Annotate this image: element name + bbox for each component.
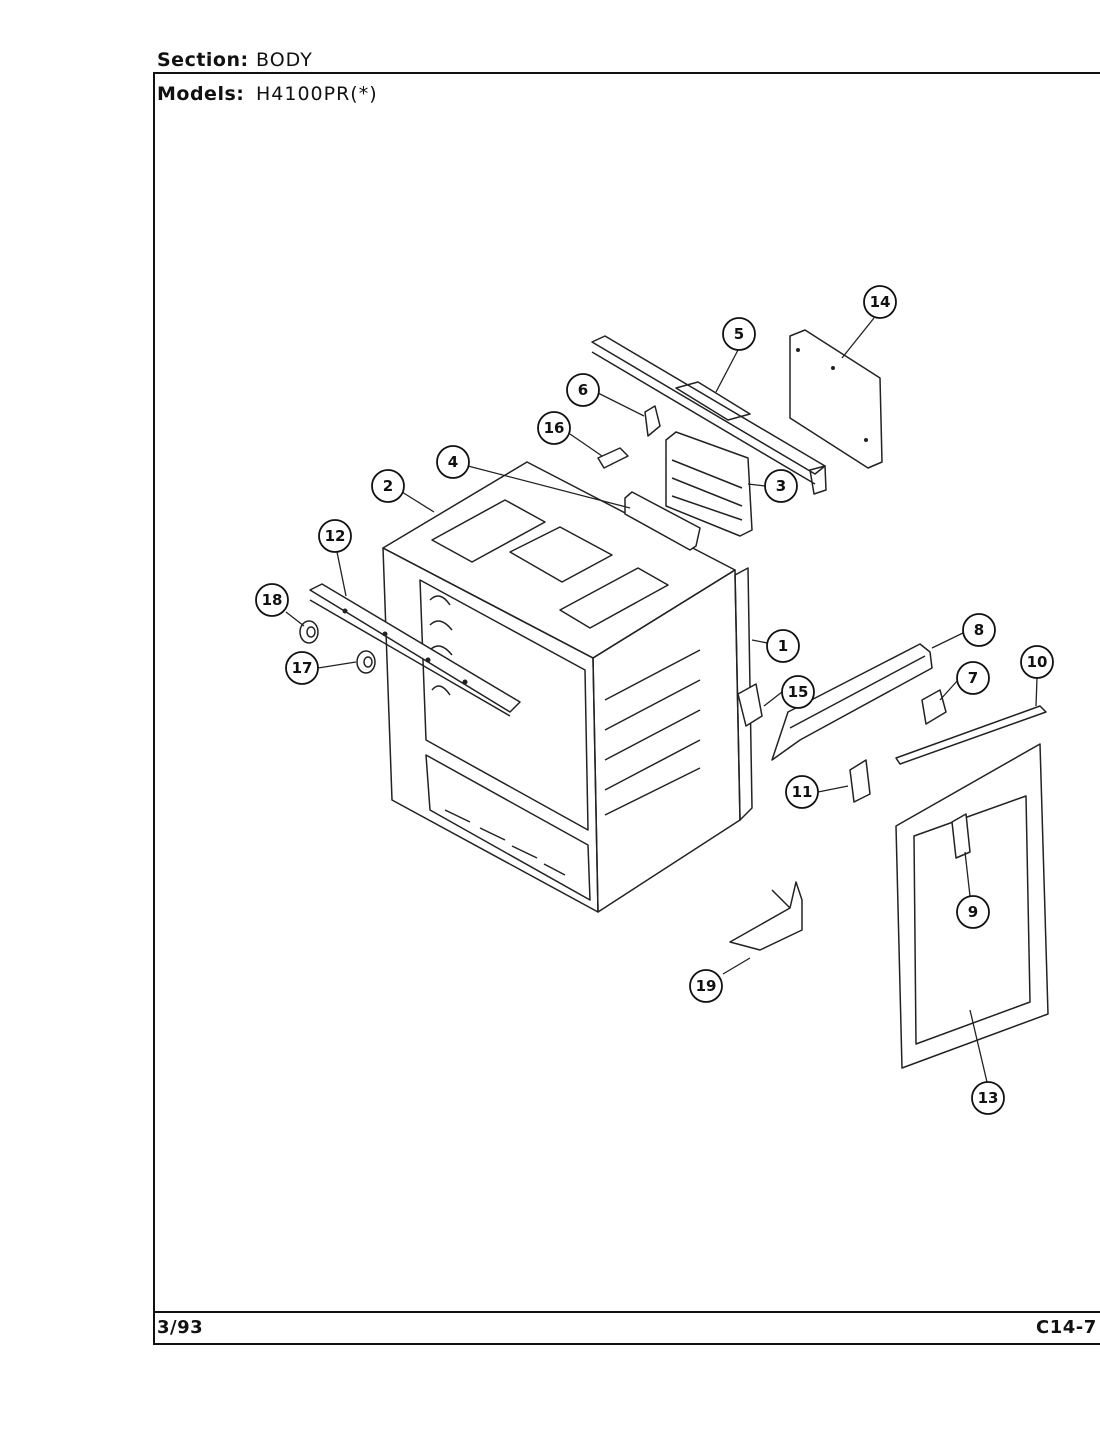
callout-3: 3 <box>764 469 798 503</box>
part-4-strip <box>624 491 701 551</box>
callout-7: 7 <box>956 661 990 695</box>
footer-date: 3/93 <box>157 1317 204 1338</box>
svg-text:4: 4 <box>448 453 458 471</box>
svg-text:15: 15 <box>788 683 809 701</box>
svg-text:2: 2 <box>383 477 393 495</box>
callout-6: 6 <box>566 373 600 407</box>
callout-15: 15 <box>781 675 815 709</box>
callout-13: 13 <box>971 1081 1005 1115</box>
part-10-rod <box>895 705 1047 765</box>
svg-text:16: 16 <box>544 419 565 437</box>
frame-bottom-rule <box>153 1343 1100 1345</box>
callout-5: 5 <box>722 317 756 351</box>
frame-left-rule <box>153 72 155 1344</box>
part-19-bracket <box>729 881 803 951</box>
part-5-rail <box>591 335 827 495</box>
oven-body <box>382 461 753 913</box>
svg-text:17: 17 <box>292 659 313 677</box>
part-7-plate <box>921 689 947 725</box>
section-value: BODY <box>256 49 313 71</box>
frame-top-rule <box>153 72 1100 74</box>
part-12-brace <box>309 583 521 717</box>
svg-text:6: 6 <box>578 381 588 399</box>
part-6-bracket <box>644 405 661 437</box>
callout-4: 4 <box>436 445 470 479</box>
svg-text:1: 1 <box>778 637 788 655</box>
svg-text:14: 14 <box>870 293 891 311</box>
callout-17: 17 <box>285 651 319 685</box>
svg-text:18: 18 <box>262 591 283 609</box>
svg-text:10: 10 <box>1027 653 1048 671</box>
svg-text:8: 8 <box>974 621 984 639</box>
models-value: H4100PR(*) <box>256 83 378 105</box>
callout-12: 12 <box>318 519 352 553</box>
footer-page-code: C14-7 <box>1036 1317 1097 1338</box>
section-label: Section: <box>157 49 249 71</box>
callout-19: 19 <box>689 969 723 1003</box>
callout-18: 18 <box>255 583 289 617</box>
models-label: Models: <box>157 83 245 105</box>
callout-14: 14 <box>863 285 897 319</box>
part-14-panel <box>789 329 883 469</box>
part-18-knob <box>299 620 319 644</box>
part-15-hinge <box>737 683 763 727</box>
svg-text:12: 12 <box>325 527 346 545</box>
svg-text:5: 5 <box>734 325 744 343</box>
callout-16: 16 <box>537 411 571 445</box>
part-3-housing <box>665 431 753 537</box>
leader-lines <box>285 317 1038 1083</box>
part-17-knob <box>356 650 376 674</box>
part-9-clip <box>951 813 971 859</box>
callout-8: 8 <box>962 613 996 647</box>
part-11-plate <box>849 759 871 803</box>
svg-text:11: 11 <box>792 783 813 801</box>
callout-2: 2 <box>371 469 405 503</box>
footer-top-rule <box>153 1311 1100 1313</box>
part-16-clip <box>597 447 629 469</box>
callout-11: 11 <box>785 775 819 809</box>
svg-text:19: 19 <box>696 977 717 995</box>
svg-text:7: 7 <box>968 669 978 687</box>
svg-text:9: 9 <box>968 903 978 921</box>
svg-text:13: 13 <box>978 1089 999 1107</box>
part-8-channel <box>771 643 933 761</box>
callout-10: 10 <box>1020 645 1054 679</box>
svg-text:3: 3 <box>776 477 786 495</box>
callout-1: 1 <box>766 629 800 663</box>
callout-9: 9 <box>956 895 990 929</box>
